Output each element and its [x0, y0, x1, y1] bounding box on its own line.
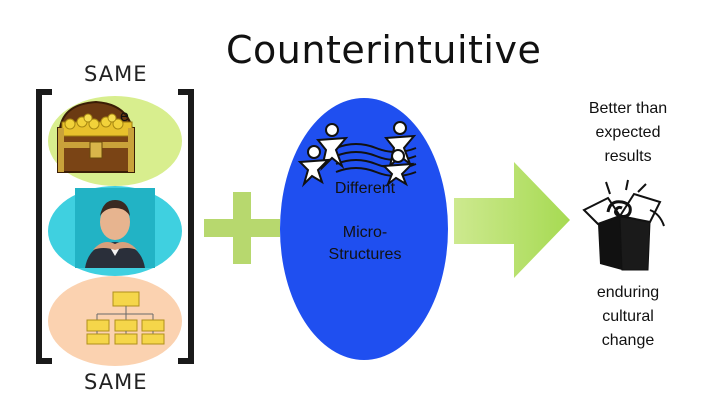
same-top-label: SAME [84, 62, 147, 86]
same-bottom-label: SAME [84, 370, 147, 394]
cultural-change-label: enduring cultural change [568, 281, 688, 353]
org-chart-icon [87, 290, 163, 346]
gift-box-icon [580, 180, 670, 272]
better-results-label: Better than expected results [568, 97, 688, 169]
person-photo-icon [75, 188, 155, 268]
plus-icon [204, 192, 284, 272]
different-label: Different [300, 178, 430, 200]
micro-structures-label: Micro- Structures [300, 222, 430, 266]
partial-label: e [120, 108, 129, 126]
people-teamwork-icon [296, 118, 420, 184]
right-arrow [454, 162, 574, 280]
slide-title: Counterintuitive [226, 28, 541, 72]
